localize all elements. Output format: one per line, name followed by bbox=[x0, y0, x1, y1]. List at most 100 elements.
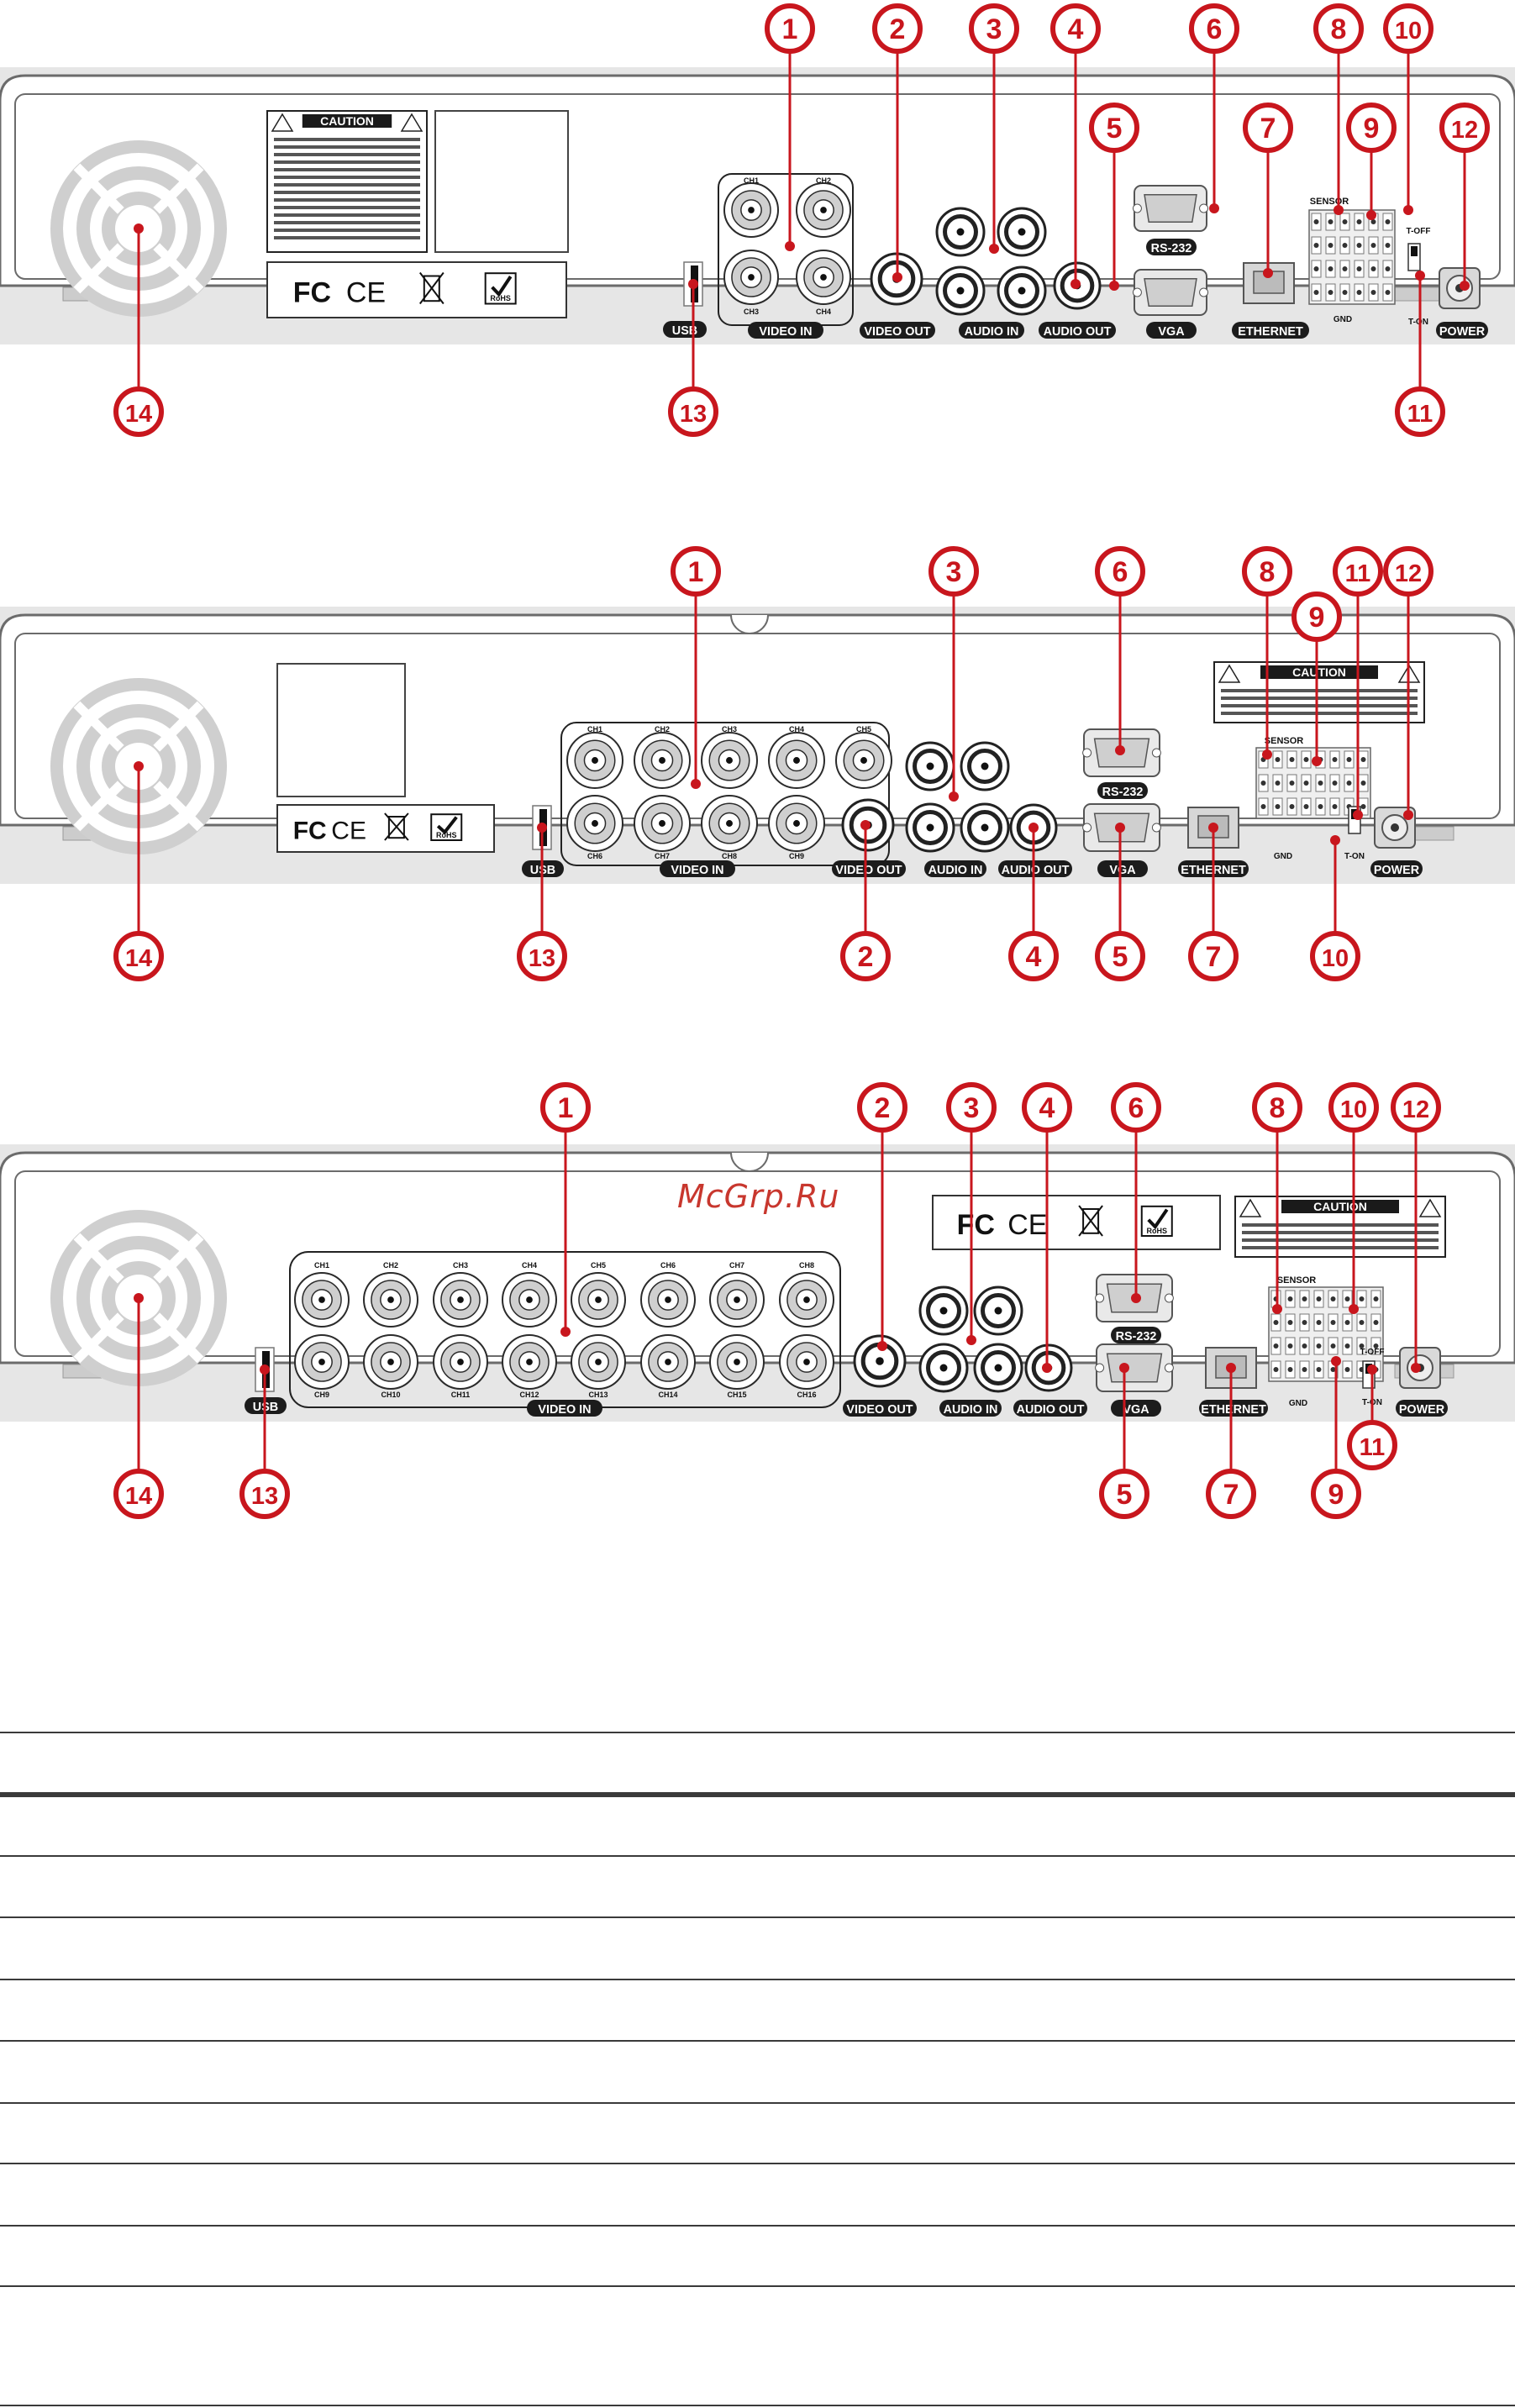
channel-label: CH8 bbox=[722, 852, 737, 860]
callout-badge-14 bbox=[113, 1469, 164, 1519]
terminal-screw bbox=[1330, 1296, 1336, 1301]
callout-number-11: 11 bbox=[1345, 560, 1371, 587]
dsub-screw bbox=[1151, 823, 1161, 833]
terminal-screw bbox=[1273, 1320, 1279, 1325]
terminal-screw bbox=[1313, 290, 1319, 295]
bnc-pin bbox=[820, 274, 827, 281]
terminal-screw bbox=[1260, 781, 1266, 786]
terminal-screw bbox=[1356, 219, 1362, 224]
terminal-screw bbox=[1273, 1367, 1279, 1372]
table-row-rule bbox=[0, 1916, 1515, 1918]
callout-number-11: 11 bbox=[1360, 1434, 1386, 1461]
check-icon bbox=[1147, 1208, 1169, 1230]
dsub-screw bbox=[1095, 1293, 1105, 1303]
callout-dot-13 bbox=[260, 1364, 270, 1375]
terminal-screw bbox=[1385, 243, 1391, 248]
fan-spoke bbox=[153, 243, 204, 294]
callout-badge-4 bbox=[1022, 1082, 1072, 1133]
terminal-screw bbox=[1370, 266, 1376, 271]
ce-mark: CE bbox=[346, 277, 386, 309]
channel-label: CH12 bbox=[519, 1391, 539, 1399]
terminal-screw bbox=[1289, 757, 1295, 762]
chassis-notch bbox=[730, 1152, 769, 1172]
warning-triangle-icon bbox=[1239, 1198, 1262, 1217]
fan-spoke bbox=[153, 163, 204, 214]
terminal-screw bbox=[1385, 219, 1391, 224]
ethernet-label-pill bbox=[1232, 322, 1309, 339]
channel-label: CH1 bbox=[587, 725, 602, 733]
terminal-screw bbox=[1344, 1296, 1350, 1301]
label-fine-print bbox=[274, 198, 420, 202]
terminal-screw bbox=[1289, 804, 1295, 809]
bnc-pin bbox=[387, 1296, 394, 1303]
label-fine-print bbox=[274, 206, 420, 209]
callout-dot-6 bbox=[1209, 203, 1219, 213]
terminal-screw bbox=[1316, 1367, 1322, 1372]
callout-number-8: 8 bbox=[1331, 13, 1347, 45]
callout-number-8: 8 bbox=[1270, 1092, 1286, 1124]
channel-label: CH2 bbox=[655, 725, 670, 733]
callout-number-6: 6 bbox=[1207, 13, 1223, 45]
rca-pin bbox=[939, 1307, 948, 1315]
callout-dot-9 bbox=[1366, 210, 1376, 220]
terminal-screw bbox=[1342, 219, 1348, 224]
weee-bin-icon bbox=[1082, 1208, 1100, 1234]
fan-spoke bbox=[73, 1233, 124, 1284]
terminal-screw bbox=[1313, 243, 1319, 248]
callout-badge-8 bbox=[1313, 3, 1364, 54]
callout-badge-11 bbox=[1347, 1420, 1397, 1470]
callout-badge-8 bbox=[1242, 546, 1292, 597]
channel-label: CH4 bbox=[522, 1261, 537, 1270]
callout-dot-13 bbox=[688, 279, 698, 289]
callout-badge-6 bbox=[1189, 3, 1239, 54]
callout-badge-10 bbox=[1328, 1082, 1379, 1133]
callout-dot-14 bbox=[134, 1293, 144, 1303]
power-label: POWER bbox=[1439, 325, 1486, 339]
callout-badge-7 bbox=[1188, 931, 1239, 981]
channel-label: CH3 bbox=[453, 1261, 468, 1270]
bnc-pin bbox=[665, 1359, 671, 1365]
rohs-text: RoHS bbox=[436, 831, 457, 839]
rca-pin bbox=[939, 1364, 948, 1372]
ce-mark: CE bbox=[331, 817, 366, 844]
terminal-screw bbox=[1328, 266, 1334, 271]
terminal-screw bbox=[1360, 757, 1366, 762]
callout-dot-12 bbox=[1403, 810, 1413, 820]
channel-label: CH9 bbox=[314, 1391, 329, 1399]
callout-dot-12 bbox=[1460, 281, 1470, 291]
audio-in-label-pill bbox=[959, 322, 1024, 339]
bnc-pin bbox=[748, 207, 755, 213]
weee-cross bbox=[1078, 1205, 1103, 1237]
callout-badge-1 bbox=[765, 3, 815, 54]
callout-number-12: 12 bbox=[1451, 117, 1478, 144]
bnc-pin bbox=[659, 820, 665, 827]
callout-number-5: 5 bbox=[1107, 113, 1123, 145]
bnc-pin bbox=[387, 1359, 394, 1365]
video-out-label: VIDEO OUT bbox=[846, 1403, 913, 1417]
terminal-screw bbox=[1302, 1296, 1307, 1301]
callout-badge-3 bbox=[946, 1082, 997, 1133]
fcc-mark: FC bbox=[957, 1209, 995, 1241]
terminal-screw bbox=[1360, 781, 1366, 786]
bnc-pin bbox=[726, 820, 733, 827]
callout-dot-8 bbox=[1334, 205, 1344, 215]
label-fine-print bbox=[1242, 1223, 1439, 1227]
ce-mark: CE bbox=[1007, 1209, 1047, 1241]
table-row-rule bbox=[0, 1732, 1515, 1733]
callout-dot-1 bbox=[560, 1327, 571, 1337]
audio-in-label: AUDIO IN bbox=[944, 1403, 998, 1417]
callout-dot-2 bbox=[892, 272, 902, 282]
weee-cross bbox=[419, 271, 445, 305]
channel-label: CH10 bbox=[381, 1391, 400, 1399]
table-row-rule bbox=[0, 2405, 1515, 2406]
callout-number-13: 13 bbox=[529, 945, 555, 972]
terminal-screw bbox=[1313, 266, 1319, 271]
label-fine-print bbox=[274, 176, 420, 179]
callout-badge-2 bbox=[857, 1082, 907, 1133]
terminal-screw bbox=[1316, 1320, 1322, 1325]
terminal-screw bbox=[1287, 1343, 1293, 1349]
label-fine-print bbox=[274, 153, 420, 156]
callout-badge-4 bbox=[1008, 931, 1059, 981]
terminal-screw bbox=[1370, 243, 1376, 248]
callout-dot-4 bbox=[1028, 823, 1039, 833]
